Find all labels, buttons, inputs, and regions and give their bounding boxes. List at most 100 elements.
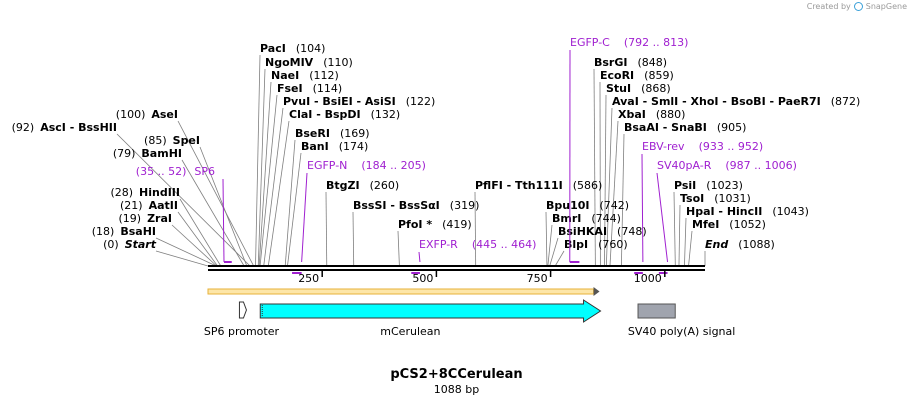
site-line-pfoi — [397, 230, 400, 267]
site-position: (1088) — [738, 238, 775, 251]
primer-sv40pa-r[interactable]: SV40pA-R(987 .. 1006) — [656, 159, 797, 274]
plasmid-length: 1088 bp — [433, 383, 480, 396]
sv40-polya-box[interactable] — [637, 303, 676, 319]
site-name: PsiI — [674, 179, 696, 192]
primer-connector — [656, 172, 669, 263]
site-label-pfoi[interactable]: PfoI *(419) — [398, 218, 472, 231]
site-label-bpu10i[interactable]: Bpu10I(742) — [546, 199, 629, 212]
site-label-end[interactable]: End (1088) — [705, 238, 775, 251]
site-label-psii[interactable]: PsiI(1023) — [674, 179, 743, 192]
sp6-promoter-arrow[interactable] — [238, 301, 247, 319]
site-name: SpeI — [173, 134, 200, 147]
site-label-paci[interactable]: PacI(104) — [260, 42, 325, 55]
watermark: Created by SnapGene — [807, 2, 907, 11]
site-label-mfei[interactable]: MfeI(1052) — [692, 218, 766, 231]
site-position: (112) — [309, 69, 339, 82]
site-name: XbaI — [618, 108, 646, 121]
site-label-asci-bsshii[interactable]: AscI - BssHII(92) — [12, 121, 117, 134]
site-line-bsihkai — [549, 237, 559, 267]
site-line-psii — [673, 191, 676, 267]
primer-layer: SP6(35 .. 52) EGFP-N(184 .. 205)EXFP-R(44… — [136, 36, 797, 274]
site-position: (132) — [371, 108, 401, 121]
site-label-zrai[interactable]: ZraI(19) — [118, 212, 172, 225]
primer-name: SV40pA-R — [657, 159, 712, 172]
site-label-btgzi[interactable]: BtgZI(260) — [326, 179, 399, 192]
primer-egfp-c[interactable]: EGFP-C(792 .. 813) — [569, 36, 689, 263]
primer-name: SP6 — [194, 165, 215, 178]
site-line-ngomiv — [257, 68, 266, 267]
site-line-bsaai-snabi — [621, 133, 625, 267]
site-position: (260) — [370, 179, 400, 192]
site-label-stui[interactable]: StuI(868) — [606, 82, 671, 95]
site-label-pflfi-tth111i[interactable]: PflFI - Tth111I (586) — [475, 179, 602, 192]
site-label-tsoi[interactable]: TsoI(1031) — [680, 192, 751, 205]
site-position: (859) — [644, 69, 674, 82]
site-label-bsrgi[interactable]: BsrGI(848) — [594, 56, 667, 69]
site-line-paci — [255, 54, 261, 267]
primer-exfp-r[interactable]: EXFP-R(445 .. 464) — [411, 238, 537, 274]
site-line-xbai — [609, 120, 619, 267]
site-label-blpi[interactable]: BlpI(760) — [564, 238, 628, 251]
site-name: PfoI * — [398, 218, 432, 231]
site-label-bseri[interactable]: BseRI(169) — [295, 127, 370, 140]
site-position: (122) — [406, 95, 436, 108]
site-label-bamhi[interactable]: BamHI(79) — [113, 147, 182, 160]
site-position: (18) — [92, 225, 115, 238]
primer-range: (933 .. 952) — [699, 140, 764, 153]
site-name: PacI — [260, 42, 286, 55]
site-label-hindiii[interactable]: HindIII(28) — [110, 186, 180, 199]
primer-egfp-n[interactable]: EGFP-N(184 .. 205) — [292, 159, 426, 274]
dna-backbone[interactable] — [208, 265, 705, 271]
site-name: BsrGI — [594, 56, 627, 69]
site-position: (174) — [339, 140, 369, 153]
site-label-xbai[interactable]: XbaI(880) — [618, 108, 685, 121]
site-label-bsssi-bsss-i[interactable]: BssSI - BssSαI(319) — [353, 199, 479, 212]
site-label-bsihkai[interactable]: BsiHKAI(748) — [558, 225, 647, 238]
mcerulean-arrow[interactable] — [259, 299, 602, 323]
site-label-bmri[interactable]: BmrI(744) — [552, 212, 621, 225]
site-position: (1052) — [729, 218, 766, 231]
site-label-bsahi[interactable]: BsaHI(18) — [92, 225, 156, 238]
primer-ebv-rev[interactable]: EBV-rev(933 .. 952) — [634, 140, 764, 274]
site-position: (586) — [573, 179, 603, 192]
site-label-naei[interactable]: NaeI(112) — [271, 69, 339, 82]
site-label-clai-bspdi[interactable]: ClaI - BspDI(132) — [289, 108, 400, 121]
site-position: (79) — [113, 147, 136, 160]
tick-label-750: 750 — [527, 272, 548, 285]
site-label-avai-smli-xhoi-bsobi-paer7i[interactable]: AvaI - SmlI - XhoI - BsoBI - PaeR7I(872) — [612, 95, 860, 108]
site-label-ecori[interactable]: EcoRI(859) — [600, 69, 674, 82]
site-label-asei[interactable]: AseI(100) — [116, 108, 178, 121]
site-labels: Start(0)BsaHI(18)ZraI(19)AatII(21)HindII… — [12, 42, 861, 251]
site-label-bani[interactable]: BanI(174) — [301, 140, 368, 153]
site-label-aatii[interactable]: AatII(21) — [120, 199, 178, 212]
feature-band-arrow — [593, 287, 600, 296]
site-label-spei[interactable]: SpeI(85) — [144, 134, 200, 147]
site-label-fsei[interactable]: FseI (114) — [277, 82, 342, 95]
site-position: (1031) — [714, 192, 751, 205]
site-line-asei — [177, 120, 255, 267]
site-position: (28) — [110, 186, 133, 199]
site-name: NgoMIV — [265, 56, 314, 69]
site-label-ngomiv[interactable]: NgoMIV(110) — [265, 56, 353, 69]
site-line-aatii — [177, 211, 218, 267]
primer-range: (445 .. 464) — [472, 238, 537, 251]
site-label-hpai-hincii[interactable]: HpaI - HincII(1043) — [686, 205, 809, 218]
site-label-pvui-bsiei-asisi[interactable]: PvuI - BsiEI - AsiSI(122) — [283, 95, 435, 108]
site-name: AvaI - SmlI - XhoI - BsoBI - PaeR7I — [612, 95, 821, 108]
sp6-promoter-label: SP6 promoter — [204, 325, 280, 338]
site-name: AscI - BssHII — [40, 121, 117, 134]
site-name: FseI — [277, 82, 303, 95]
site-name: End — [705, 238, 728, 251]
site-position: (114) — [313, 82, 343, 95]
site-label-bsaai-snabi[interactable]: BsaAI - SnaBI(905) — [624, 121, 746, 134]
site-name: BssSI - BssSαI — [353, 199, 440, 212]
site-line-bsssi-bsss-i — [352, 211, 355, 267]
site-label-start[interactable]: Start(0) — [103, 238, 157, 251]
site-name: PflFI - Tth111I — [475, 179, 563, 192]
site-lines — [116, 54, 706, 267]
site-line-bsahi — [155, 237, 217, 267]
plasmid-name: pCS2+8CCerulean — [390, 367, 523, 382]
primer-sp6[interactable]: SP6(35 .. 52) — [136, 165, 232, 263]
site-name: BsiHKAI — [558, 225, 607, 238]
